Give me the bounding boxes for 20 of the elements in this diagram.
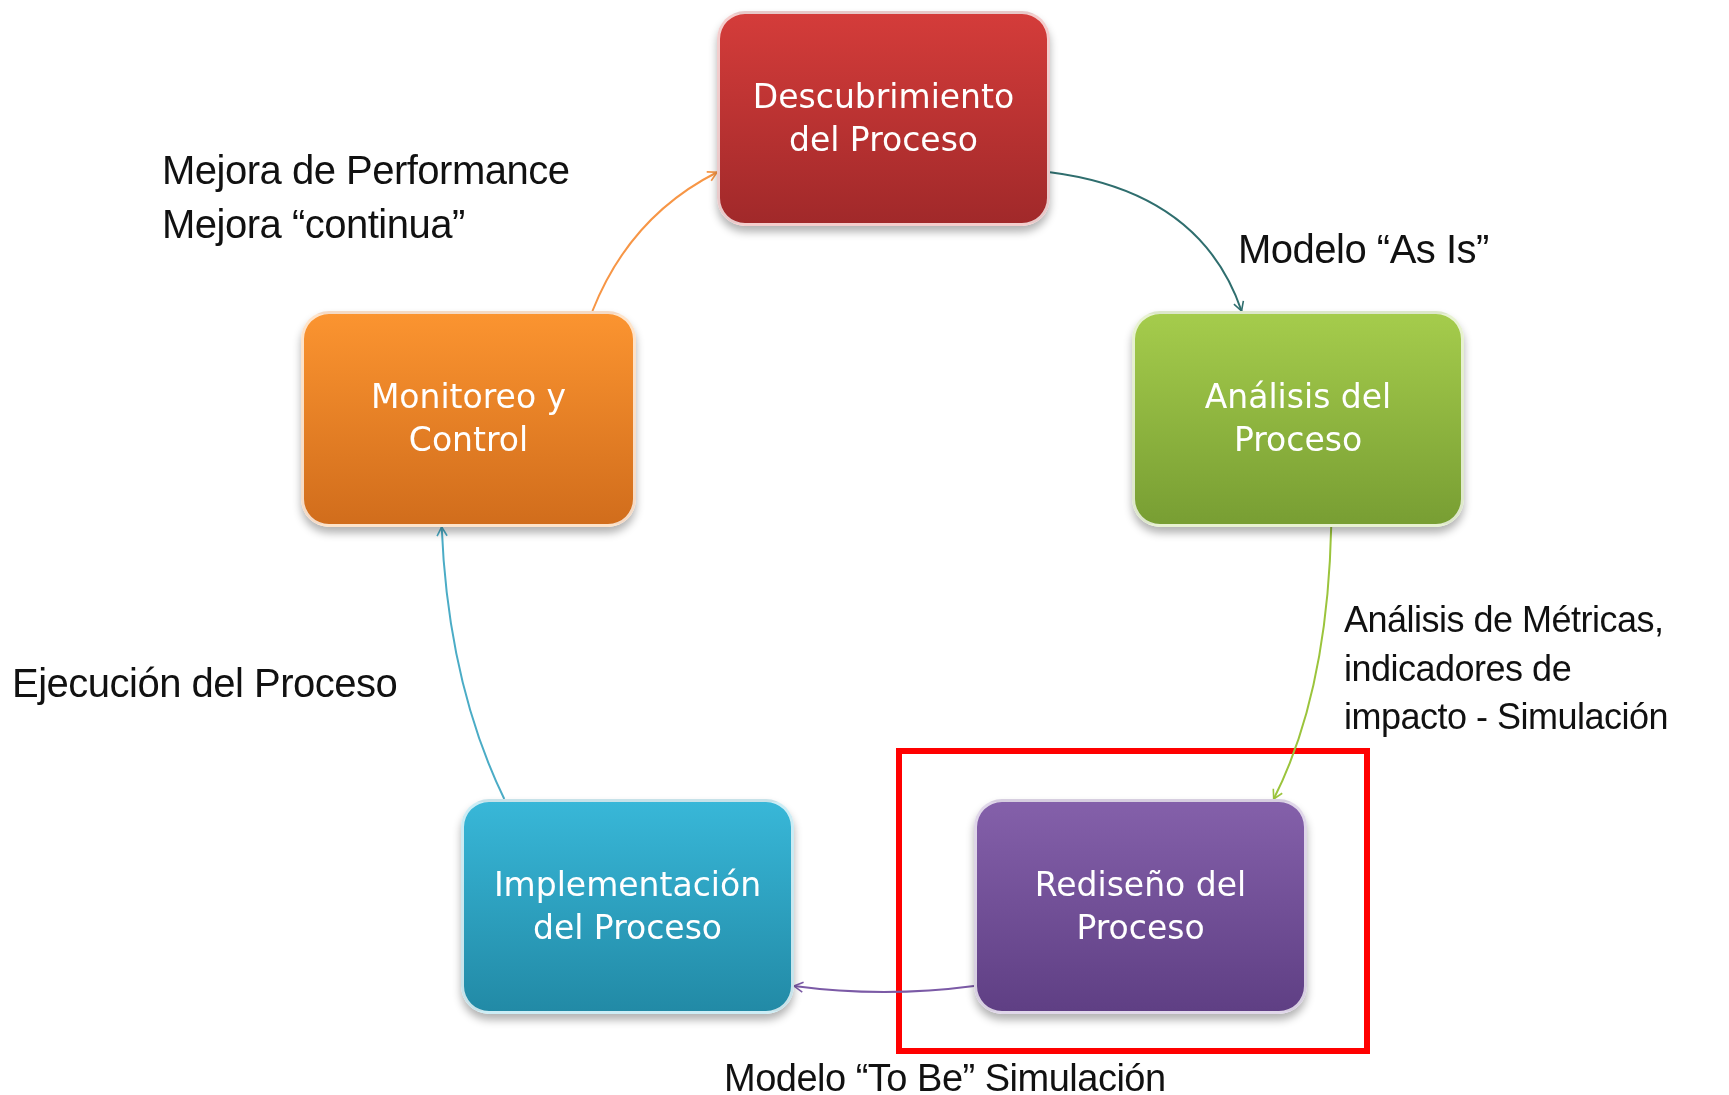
process-box [1132, 311, 1464, 527]
edge-label: Modelo “To Be” Simulación [724, 1056, 1167, 1095]
arrow [1049, 171, 1244, 312]
arrow [1272, 526, 1333, 800]
edge-label: Ejecución del Proceso [12, 660, 399, 707]
arrow [793, 981, 975, 994]
process-label: Análisis del Proceso [1203, 376, 1393, 461]
process-box [301, 311, 636, 527]
process-box [974, 799, 1307, 1014]
arrow [591, 171, 718, 312]
edge-label: Modelo “As Is” [1238, 226, 1490, 273]
process-box [461, 799, 794, 1014]
process-label: Rediseño del Proceso [1033, 863, 1248, 949]
arrow [436, 526, 506, 800]
process-label: Implementación del Proceso [492, 863, 763, 949]
process-box [717, 11, 1050, 226]
process-label: Descubrimiento del Proceso [751, 75, 1016, 161]
process-label: Monitoreo y Control [369, 376, 568, 461]
edge-label: Mejora de Performance Mejora “continua” [162, 147, 571, 248]
edge-label: Análisis de Métricas, indicadores de impacto - Simulación [1344, 598, 1670, 740]
